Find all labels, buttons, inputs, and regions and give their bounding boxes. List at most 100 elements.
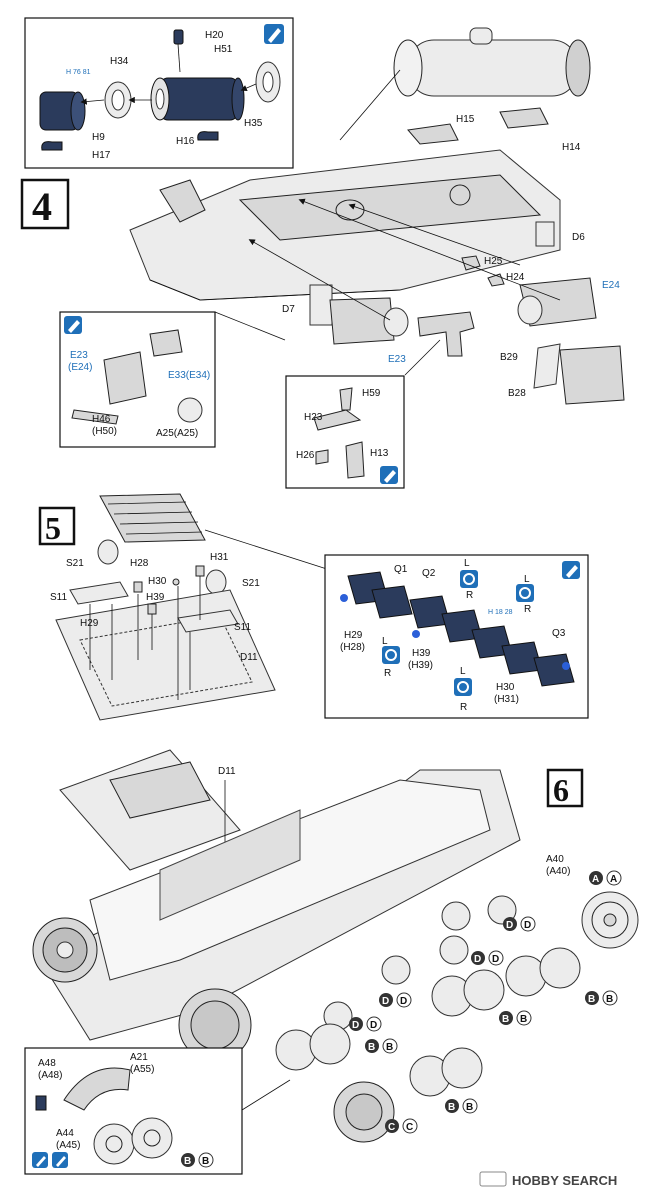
paint-icon [380,466,398,484]
label-h35: H35 [244,118,263,129]
svg-text:B: B [386,1042,393,1053]
label-h51: H51 [214,44,233,55]
svg-text:Q1: Q1 [394,564,408,575]
label-h9: H9 [92,132,105,143]
paint-icon [264,24,284,44]
svg-text:H28: H28 [130,558,149,569]
svg-text:D: D [492,954,499,965]
svg-text:H30: H30 [496,682,515,693]
svg-text:E33(E34): E33(E34) [168,370,210,381]
svg-text:D: D [524,920,531,931]
svg-text:L: L [460,666,466,677]
svg-text:B: B [202,1156,209,1167]
svg-text:R: R [460,702,467,713]
svg-text:A21: A21 [130,1052,148,1063]
svg-text:A48: A48 [38,1058,56,1069]
label-b28: B28 [508,388,526,399]
part-s11-right [177,609,239,633]
label-e23: E23 [388,354,406,365]
label-d6: D6 [572,232,585,243]
part-h20 [173,29,184,73]
svg-text:B: B [588,994,595,1005]
svg-text:A40: A40 [546,854,564,865]
svg-text:H46: H46 [92,414,111,425]
callout-b: B B [499,1010,532,1026]
svg-text:R: R [384,668,391,679]
step5-inset: Q1 Q2 L L R R H29 (H28) L H39 (H39) Q3 R… [324,554,589,719]
callout-b: B B [585,990,618,1006]
rotate-icon [454,678,472,696]
svg-text:H13: H13 [370,448,389,459]
callout-a: A A [589,870,622,886]
svg-text:A: A [592,874,599,885]
svg-text:B: B [520,1014,527,1025]
part-d11-plate [59,749,241,871]
svg-text:D: D [474,954,481,965]
road-wheels [275,895,581,1143]
label-d7: D7 [282,304,295,315]
drive-sprocket [32,917,98,983]
part-h14 [499,107,549,129]
svg-text:Q2: Q2 [422,568,436,579]
part-h30 [172,578,180,586]
part-h9-cylinder [39,91,86,131]
rotate-icon [516,584,534,602]
part-muffler [339,27,591,141]
hull-body [39,769,521,1041]
svg-text:D11: D11 [218,766,236,777]
part-h51-cylinder [150,77,245,121]
step-6-number: 6 [546,768,584,808]
svg-text:H29: H29 [80,618,99,629]
label-h34: H34 [110,56,129,67]
footer-brand: HOBBY SEARCH [479,1171,617,1188]
front-sprocket [178,988,252,1062]
paint-icon [64,316,82,334]
part-d6 [535,221,555,247]
label-h14: H14 [562,142,581,153]
rotate-icon [382,646,400,664]
part-e24-mount [517,277,597,327]
part-h15 [407,123,459,145]
label-h15: H15 [456,114,475,125]
svg-text:L: L [464,558,470,569]
svg-text:H31: H31 [210,552,229,563]
svg-text:B: B [502,1014,509,1025]
part-rear-bracket [159,179,206,223]
part-s21-left [97,539,119,565]
callout-d [470,926,482,938]
part-h39 [147,603,157,615]
step-5-number: 5 [38,506,76,546]
svg-text:(A40): (A40) [546,866,570,877]
svg-text:H23: H23 [304,412,323,423]
idler-wheel [581,891,639,949]
callout-d: D D [503,916,536,932]
svg-text:C: C [388,1122,395,1133]
part-h28 [133,581,143,593]
label-h20: H20 [205,30,224,41]
part-b29 [533,343,561,389]
part-h25 [461,255,481,271]
svg-text:(A45): (A45) [56,1140,80,1151]
label-h25: H25 [484,256,503,267]
part-tow-hook [417,311,475,357]
step-6-section: 6 D11 A40 [24,749,639,1175]
track-links-chain [340,571,575,687]
svg-text:D11: D11 [240,652,258,663]
label-b29: B29 [500,352,518,363]
svg-text:R: R [466,590,473,601]
part-h17 [41,141,63,151]
svg-text:(H39): (H39) [408,660,433,671]
callout-b: B B [181,1152,214,1168]
svg-text:Q3: Q3 [552,628,566,639]
svg-text:E23: E23 [70,350,88,361]
svg-text:6: 6 [553,772,569,808]
step6-inset: A48 (A48) A21 (A55) A44 (A45) B B [24,1047,291,1175]
step4-inset-center: H59 H23 H26 H13 [285,339,441,489]
svg-text:A25(A25): A25(A25) [156,428,198,439]
callout-c: C C [385,1118,418,1134]
paint-icon [32,1152,48,1168]
svg-text:(H50): (H50) [92,426,117,437]
svg-text:L: L [382,636,388,647]
svg-text:H59: H59 [362,388,381,399]
